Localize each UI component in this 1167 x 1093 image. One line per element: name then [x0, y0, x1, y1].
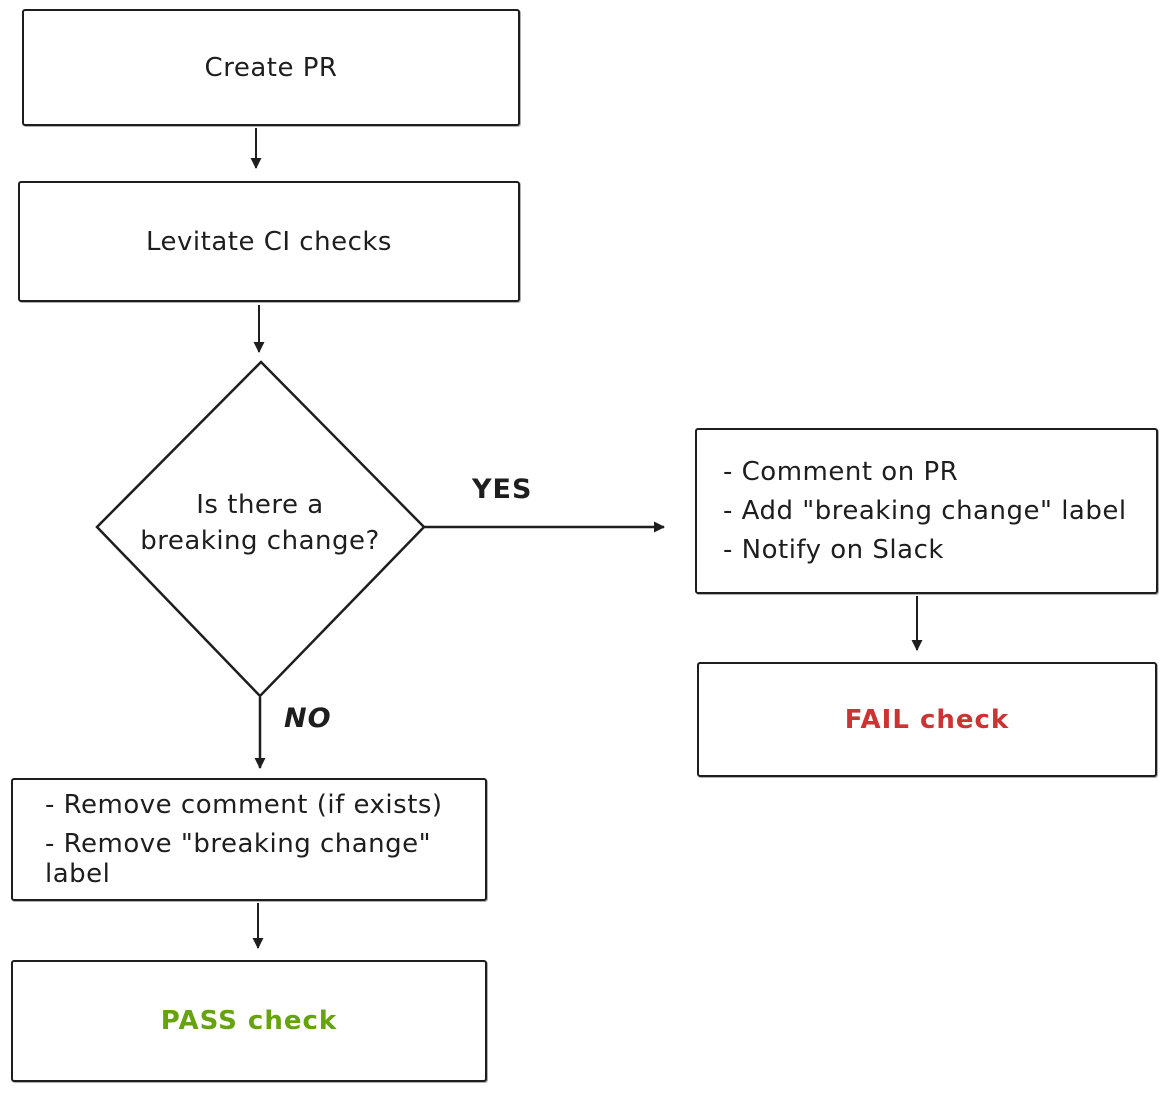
node-decision-label: Is there a breaking change? — [120, 487, 400, 559]
node-no-actions: - Remove comment (if exists) - Remove "b… — [11, 778, 487, 901]
yes-action-notify-slack: - Notify on Slack — [723, 535, 944, 565]
node-pass-check-label: PASS check — [160, 1006, 338, 1036]
node-fail-check-label: FAIL check — [844, 704, 1010, 735]
decision-line-1: Is there a — [196, 490, 324, 520]
node-fail-check: FAIL check — [697, 662, 1157, 777]
node-yes-actions: - Comment on PR - Add "breaking change" … — [695, 428, 1158, 594]
no-action-remove-label: - Remove "breaking change" label — [45, 829, 432, 889]
node-create-pr-label: Create PR — [204, 52, 338, 83]
yes-action-add-label: - Add "breaking change" label — [723, 496, 1127, 526]
no-action-remove-comment: - Remove comment (if exists) — [45, 790, 443, 820]
edge-label-yes: YES — [472, 474, 533, 505]
yes-action-comment-on-pr: - Comment on PR — [723, 457, 959, 487]
decision-line-2: breaking change? — [140, 526, 380, 556]
node-pass-check: PASS check — [11, 960, 487, 1082]
node-levitate-ci-checks: Levitate CI checks — [18, 181, 520, 302]
node-create-pr: Create PR — [22, 9, 520, 126]
node-levitate-ci-checks-label: Levitate CI checks — [146, 226, 392, 257]
edge-label-no: NO — [284, 703, 332, 734]
